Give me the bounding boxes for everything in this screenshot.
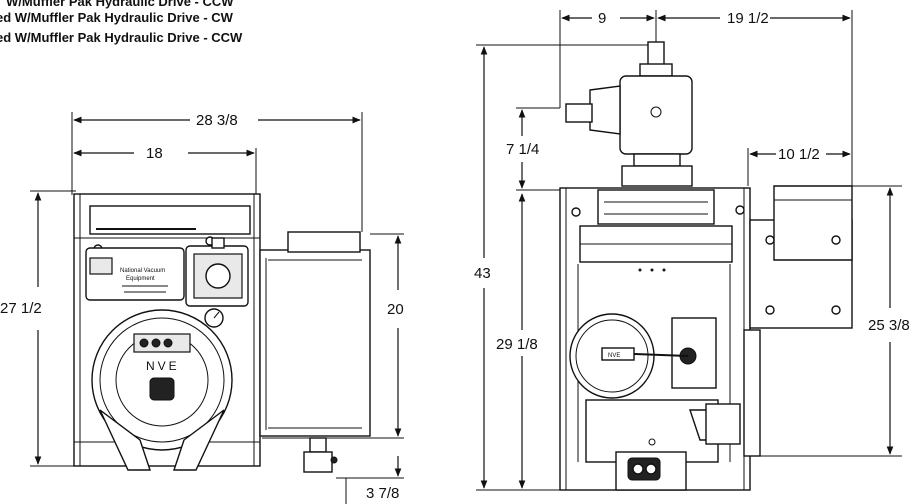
dim-motor-offset: 7 1/4 [506, 141, 539, 158]
dim-overall-width: 28 3/8 [196, 112, 238, 129]
dim-muffler-height: 20 [387, 301, 404, 318]
dim-height: 27 1/2 [0, 300, 42, 317]
dim-base-width: 18 [146, 145, 163, 162]
dim-top-offset: 9 [598, 10, 606, 27]
dim-blower-height: 25 3/8 [868, 317, 910, 334]
dim-frame-height: 29 1/8 [496, 336, 538, 353]
left-view: National Vacuum Equipment NVE 28 3/8 18 … [0, 112, 404, 504]
dim-bottom-offset: 3 7/8 [366, 485, 399, 502]
dim-top-width: 19 1/2 [727, 10, 769, 27]
title-line-1: W/Muffler Pak Hydraulic Drive - CCW [6, 0, 234, 9]
dim-blower-width: 10 1/2 [778, 146, 820, 163]
right-view: NVE 9 19 1/2 43 7 1/4 10 1/2 29 1/8 25 3… [474, 10, 910, 491]
nameplate-line-1: National Vacuum [120, 268, 165, 274]
title-line-3: ed W/Muffler Pak Hydraulic Drive - CCW [0, 30, 243, 45]
title-line-2: ed W/Muffler Pak Hydraulic Drive - CW [0, 10, 233, 25]
dim-overall-height: 43 [474, 265, 491, 282]
plate-label: NVE [608, 353, 620, 359]
pump-label: NVE [146, 359, 180, 373]
nameplate-line-2: Equipment [126, 276, 155, 282]
